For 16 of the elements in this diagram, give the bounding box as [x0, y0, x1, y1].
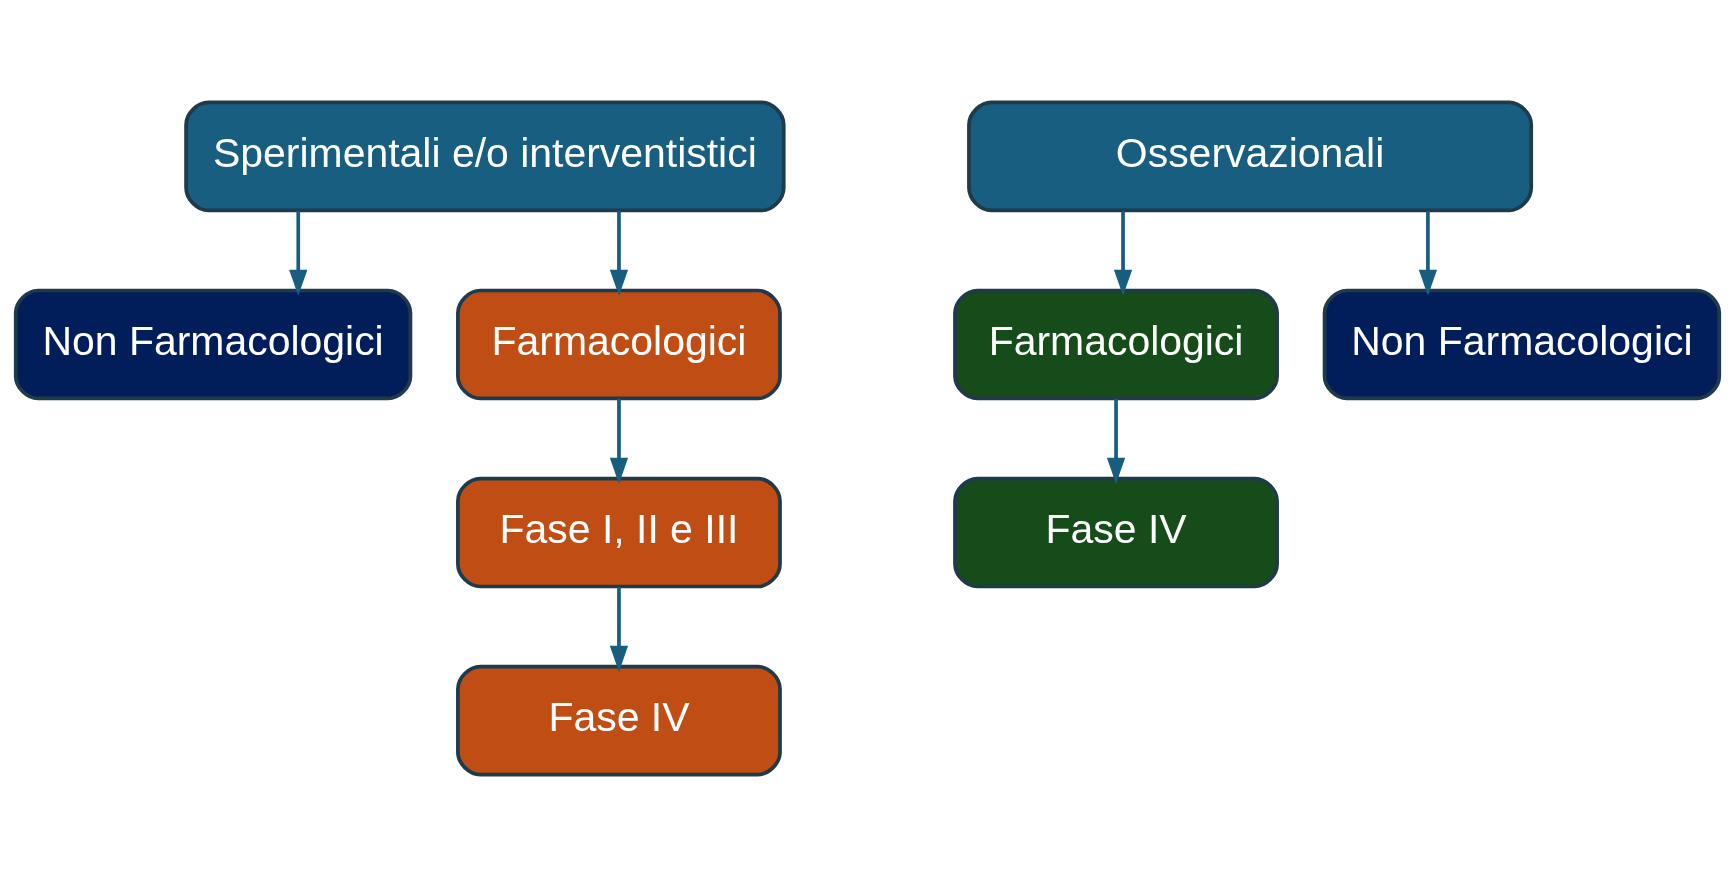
node-box: Fase I, II e III [456, 476, 782, 589]
node-box: Non Farmacologici [13, 288, 413, 401]
arrow [1113, 210, 1133, 296]
arrow [1418, 210, 1438, 296]
node-box: Farmacologici [953, 288, 1279, 401]
arrow [289, 210, 308, 296]
node-box: Sperimentali e/o interventistici [184, 100, 786, 213]
node-box: Fase IV [953, 476, 1279, 589]
node-box: Non Farmacologici [1322, 288, 1722, 401]
arrow [609, 398, 629, 484]
node-box: Osservazionali [967, 100, 1534, 213]
arrow [609, 586, 629, 672]
arrow [1106, 398, 1126, 484]
node-box: Fase IV [456, 664, 782, 777]
arrow [609, 210, 629, 296]
node-box: Farmacologici [456, 288, 782, 401]
